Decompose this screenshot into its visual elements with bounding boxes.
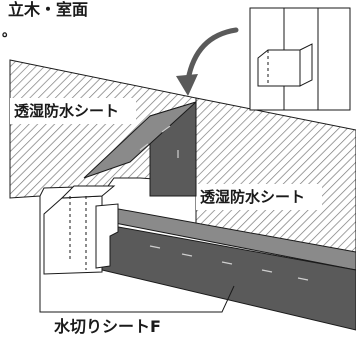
callout-label: 水切りシートF — [54, 317, 161, 336]
corner-piece-top — [60, 185, 116, 199]
corner-flap — [95, 203, 119, 269]
header-dot: 。 — [2, 24, 16, 40]
corner-piece — [43, 195, 103, 275]
right-label-bg — [196, 184, 322, 210]
inset-folding-sheet — [249, 7, 351, 111]
left-wall-label: 透湿防水シート — [14, 102, 119, 120]
right-wall-label: 透湿防水シート — [200, 188, 305, 206]
curved-arrow-icon — [176, 27, 239, 96]
band-dashes — [139, 125, 309, 281]
post-band-top — [83, 101, 197, 179]
callout-leader — [39, 196, 235, 313]
left-label-bg — [10, 98, 136, 124]
header-text: 立木・室面 — [8, 0, 88, 19]
